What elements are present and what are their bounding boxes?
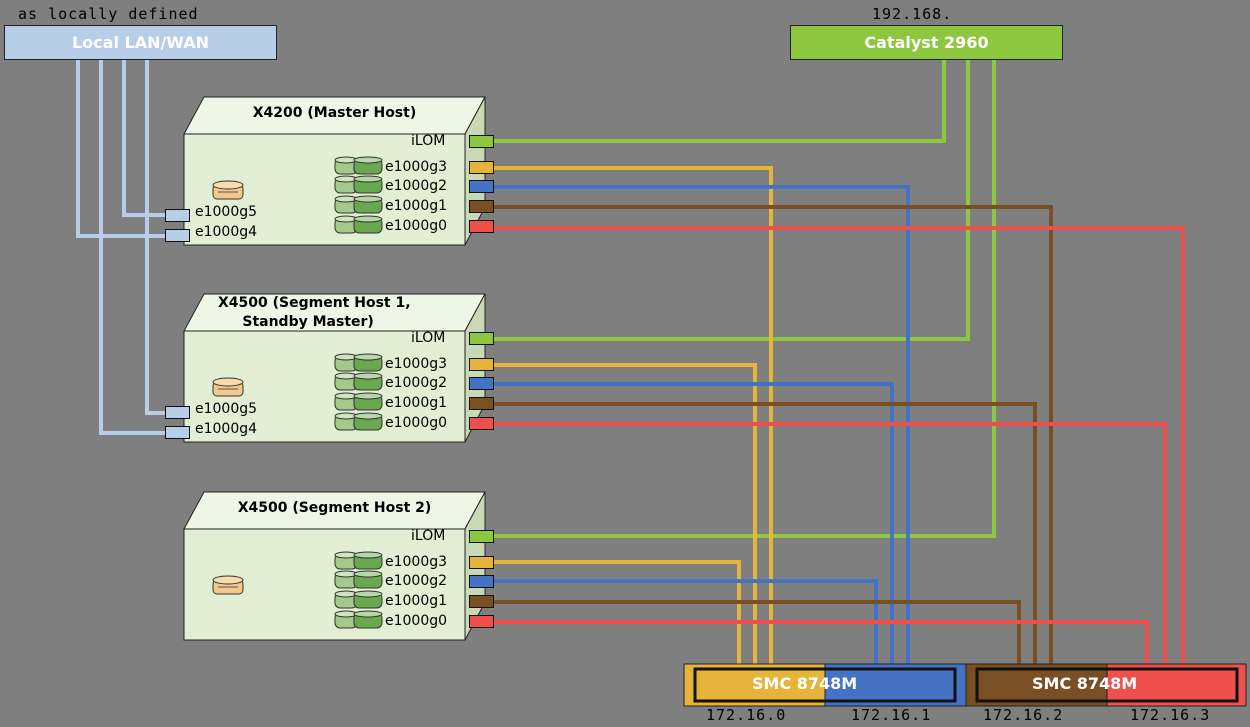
host-title-segment2: X4500 (Segment Host 2) xyxy=(237,500,432,516)
nic-card-icon xyxy=(334,412,384,436)
port-label-e1000g1: e1000g1 xyxy=(385,593,448,609)
lan-note: as locally defined xyxy=(18,5,199,23)
port-label-e1000g3: e1000g3 xyxy=(385,159,448,175)
network-port-e1000g1 xyxy=(469,397,494,410)
g0-cable xyxy=(494,620,1149,666)
smc-switch-2 xyxy=(965,663,1247,707)
ilom-cable xyxy=(494,60,970,341)
nic-card-icon xyxy=(334,590,384,614)
network-port-e1000g3 xyxy=(469,358,494,371)
port-label-e1000g5: e1000g5 xyxy=(195,401,258,417)
subnet-label: 172.16.1 xyxy=(851,706,932,724)
lan-port-e1000g4 xyxy=(165,426,190,439)
g3-cable xyxy=(494,166,773,666)
port-label-e1000g0: e1000g0 xyxy=(385,613,448,629)
network-port-ilom xyxy=(469,332,494,345)
nic-card-icon xyxy=(334,551,384,575)
subnet-label: 172.16.3 xyxy=(1130,706,1211,724)
network-port-e1000g2 xyxy=(469,575,494,588)
port-label-e1000g2: e1000g2 xyxy=(385,573,448,589)
lan-port-e1000g4 xyxy=(165,229,190,242)
network-port-e1000g2 xyxy=(469,180,494,193)
ilom-cable xyxy=(494,60,996,538)
g0-cable xyxy=(494,226,1185,666)
nic-card-icon xyxy=(334,372,384,396)
nic-card-icon xyxy=(334,610,384,634)
network-port-e1000g3 xyxy=(469,556,494,569)
network-port-e1000g0 xyxy=(469,615,494,628)
nic-card-icon xyxy=(334,195,384,219)
network-port-e1000g0 xyxy=(469,220,494,233)
g3-cable xyxy=(494,363,757,666)
port-label-ilom: iLOM xyxy=(411,330,446,346)
host-chassis-segment2 xyxy=(183,491,486,641)
port-label-ilom: iLOM xyxy=(411,133,446,149)
smc-switch-label: SMC 8748M xyxy=(752,674,858,693)
storage-disk-icon xyxy=(212,575,244,601)
port-label-e1000g2: e1000g2 xyxy=(385,178,448,194)
nic-card-icon xyxy=(334,353,384,377)
g3-cable xyxy=(494,560,741,666)
g1-cable xyxy=(494,402,1037,666)
ilom-cable xyxy=(494,60,946,143)
subnet-label: 172.16.0 xyxy=(706,706,787,724)
g2-cable xyxy=(494,579,878,666)
port-label-e1000g4: e1000g4 xyxy=(195,421,258,437)
port-label-e1000g3: e1000g3 xyxy=(385,356,448,372)
host-title-segment1: X4500 (Segment Host 1, Standby Master) xyxy=(218,295,411,330)
g1-cable xyxy=(494,205,1053,666)
lan-wan-box: Local LAN/WAN xyxy=(4,25,277,60)
storage-disk-icon xyxy=(212,180,244,206)
port-label-ilom: iLOM xyxy=(411,528,446,544)
port-label-e1000g3: e1000g3 xyxy=(385,554,448,570)
port-label-e1000g0: e1000g0 xyxy=(385,218,448,234)
lan-cable xyxy=(122,60,166,217)
network-port-e1000g0 xyxy=(469,417,494,430)
network-port-e1000g3 xyxy=(469,161,494,174)
storage-disk-icon xyxy=(212,377,244,403)
network-port-e1000g2 xyxy=(469,377,494,390)
catalyst-switch-box: Catalyst 2960 xyxy=(790,25,1063,60)
lan-cable xyxy=(99,60,166,435)
nic-card-icon xyxy=(334,570,384,594)
nic-card-icon xyxy=(334,175,384,199)
lan-port-e1000g5 xyxy=(165,406,190,419)
port-label-e1000g2: e1000g2 xyxy=(385,375,448,391)
lan-wan-label: Local LAN/WAN xyxy=(71,33,210,52)
subnet-label: 172.16.2 xyxy=(983,706,1064,724)
port-label-e1000g1: e1000g1 xyxy=(385,198,448,214)
port-label-e1000g1: e1000g1 xyxy=(385,395,448,411)
port-label-e1000g0: e1000g0 xyxy=(385,415,448,431)
smc-switch-label: SMC 8748M xyxy=(1032,674,1138,693)
network-port-ilom xyxy=(469,135,494,148)
nic-card-icon xyxy=(334,215,384,239)
network-port-e1000g1 xyxy=(469,200,494,213)
lan-cable xyxy=(145,60,166,415)
port-label-e1000g5: e1000g5 xyxy=(195,204,258,220)
nic-card-icon xyxy=(334,392,384,416)
g0-cable xyxy=(494,422,1167,666)
network-port-e1000g1 xyxy=(469,595,494,608)
smc-switch-1 xyxy=(683,663,967,707)
catalyst-label: Catalyst 2960 xyxy=(864,33,989,52)
lan-port-e1000g5 xyxy=(165,209,190,222)
g2-cable xyxy=(494,382,894,666)
g1-cable xyxy=(494,600,1021,666)
g2-cable xyxy=(494,185,910,666)
network-port-ilom xyxy=(469,530,494,543)
host-title-master: X4200 (Master Host) xyxy=(252,105,417,121)
port-label-e1000g4: e1000g4 xyxy=(195,224,258,240)
catalyst-note: 192.168. xyxy=(872,5,953,23)
nic-card-icon xyxy=(334,156,384,180)
lan-cable xyxy=(76,60,166,238)
